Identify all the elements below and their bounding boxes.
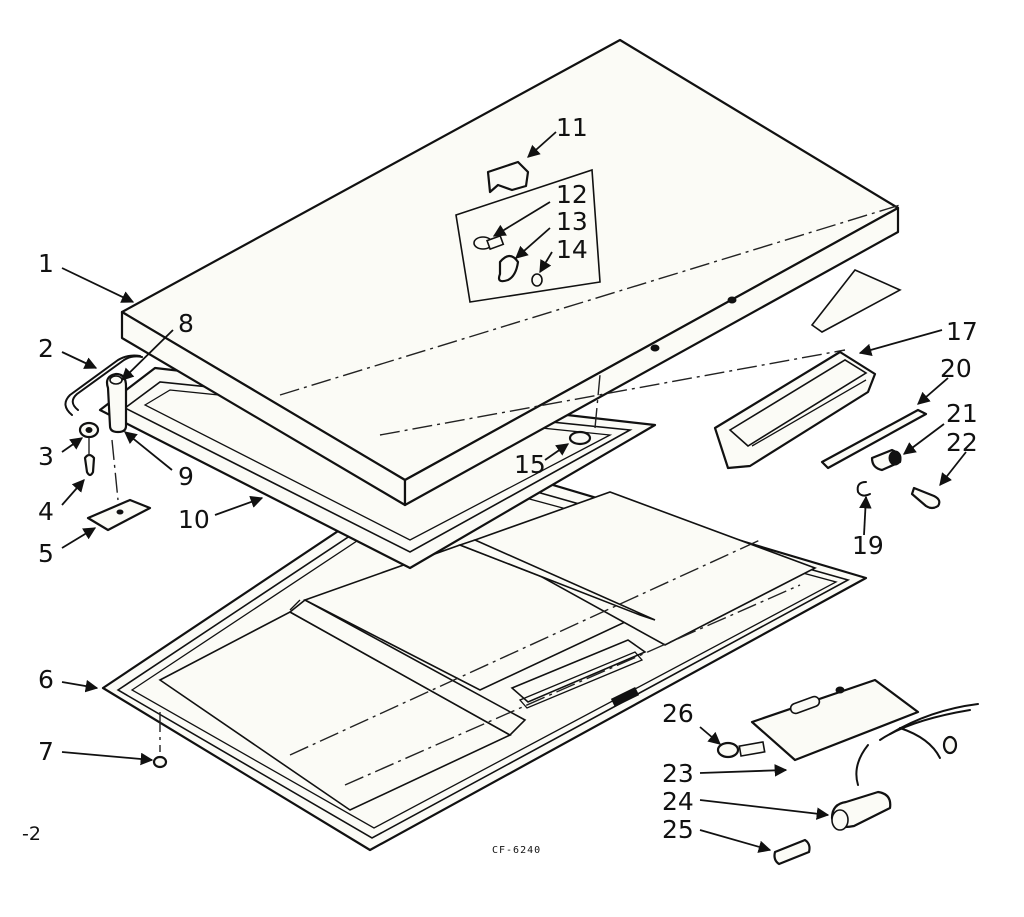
callout-12: 12: [556, 180, 588, 209]
callout-10: 10: [178, 505, 210, 534]
hinge-assembly: [64, 354, 152, 532]
callout-24: 24: [662, 787, 694, 816]
lock-detail-inset: [455, 160, 601, 303]
callout-4: 4: [38, 497, 54, 526]
handle-17: [713, 350, 877, 470]
freezer-base-liner: [101, 453, 868, 852]
lock-parts-19-21-22: [856, 448, 941, 510]
callout-3: 3: [38, 442, 54, 471]
callout-21: 21: [946, 399, 978, 428]
callout-5: 5: [38, 539, 54, 568]
callout-19: 19: [852, 531, 884, 560]
callout-6: 6: [38, 665, 54, 694]
page-marker: -2: [22, 823, 41, 845]
electrical-assembly: [716, 678, 979, 866]
callout-labels: 1 2 3 4 5 6 7 8 9 10 11 12 13 14 15 17 1…: [22, 113, 978, 856]
callout-11: 11: [556, 113, 588, 142]
callout-20: 20: [940, 354, 972, 383]
callout-8: 8: [178, 309, 194, 338]
callout-7: 7: [38, 737, 54, 766]
callout-23: 23: [662, 759, 694, 788]
figure-code: CF-6240: [492, 845, 541, 856]
part-15-pin: [568, 374, 601, 446]
callout-25: 25: [662, 815, 694, 844]
trim-strip-20: [820, 408, 928, 470]
callout-17: 17: [946, 317, 978, 346]
callout-26: 26: [662, 699, 694, 728]
callout-22: 22: [946, 428, 978, 457]
callout-13: 13: [556, 207, 588, 236]
callout-2: 2: [38, 334, 54, 363]
leader-lines: [61, 131, 967, 853]
callout-14: 14: [556, 235, 588, 264]
callout-1: 1: [38, 249, 54, 278]
screw-7: [152, 712, 168, 769]
callout-9: 9: [178, 462, 194, 491]
callout-15: 15: [514, 450, 546, 479]
